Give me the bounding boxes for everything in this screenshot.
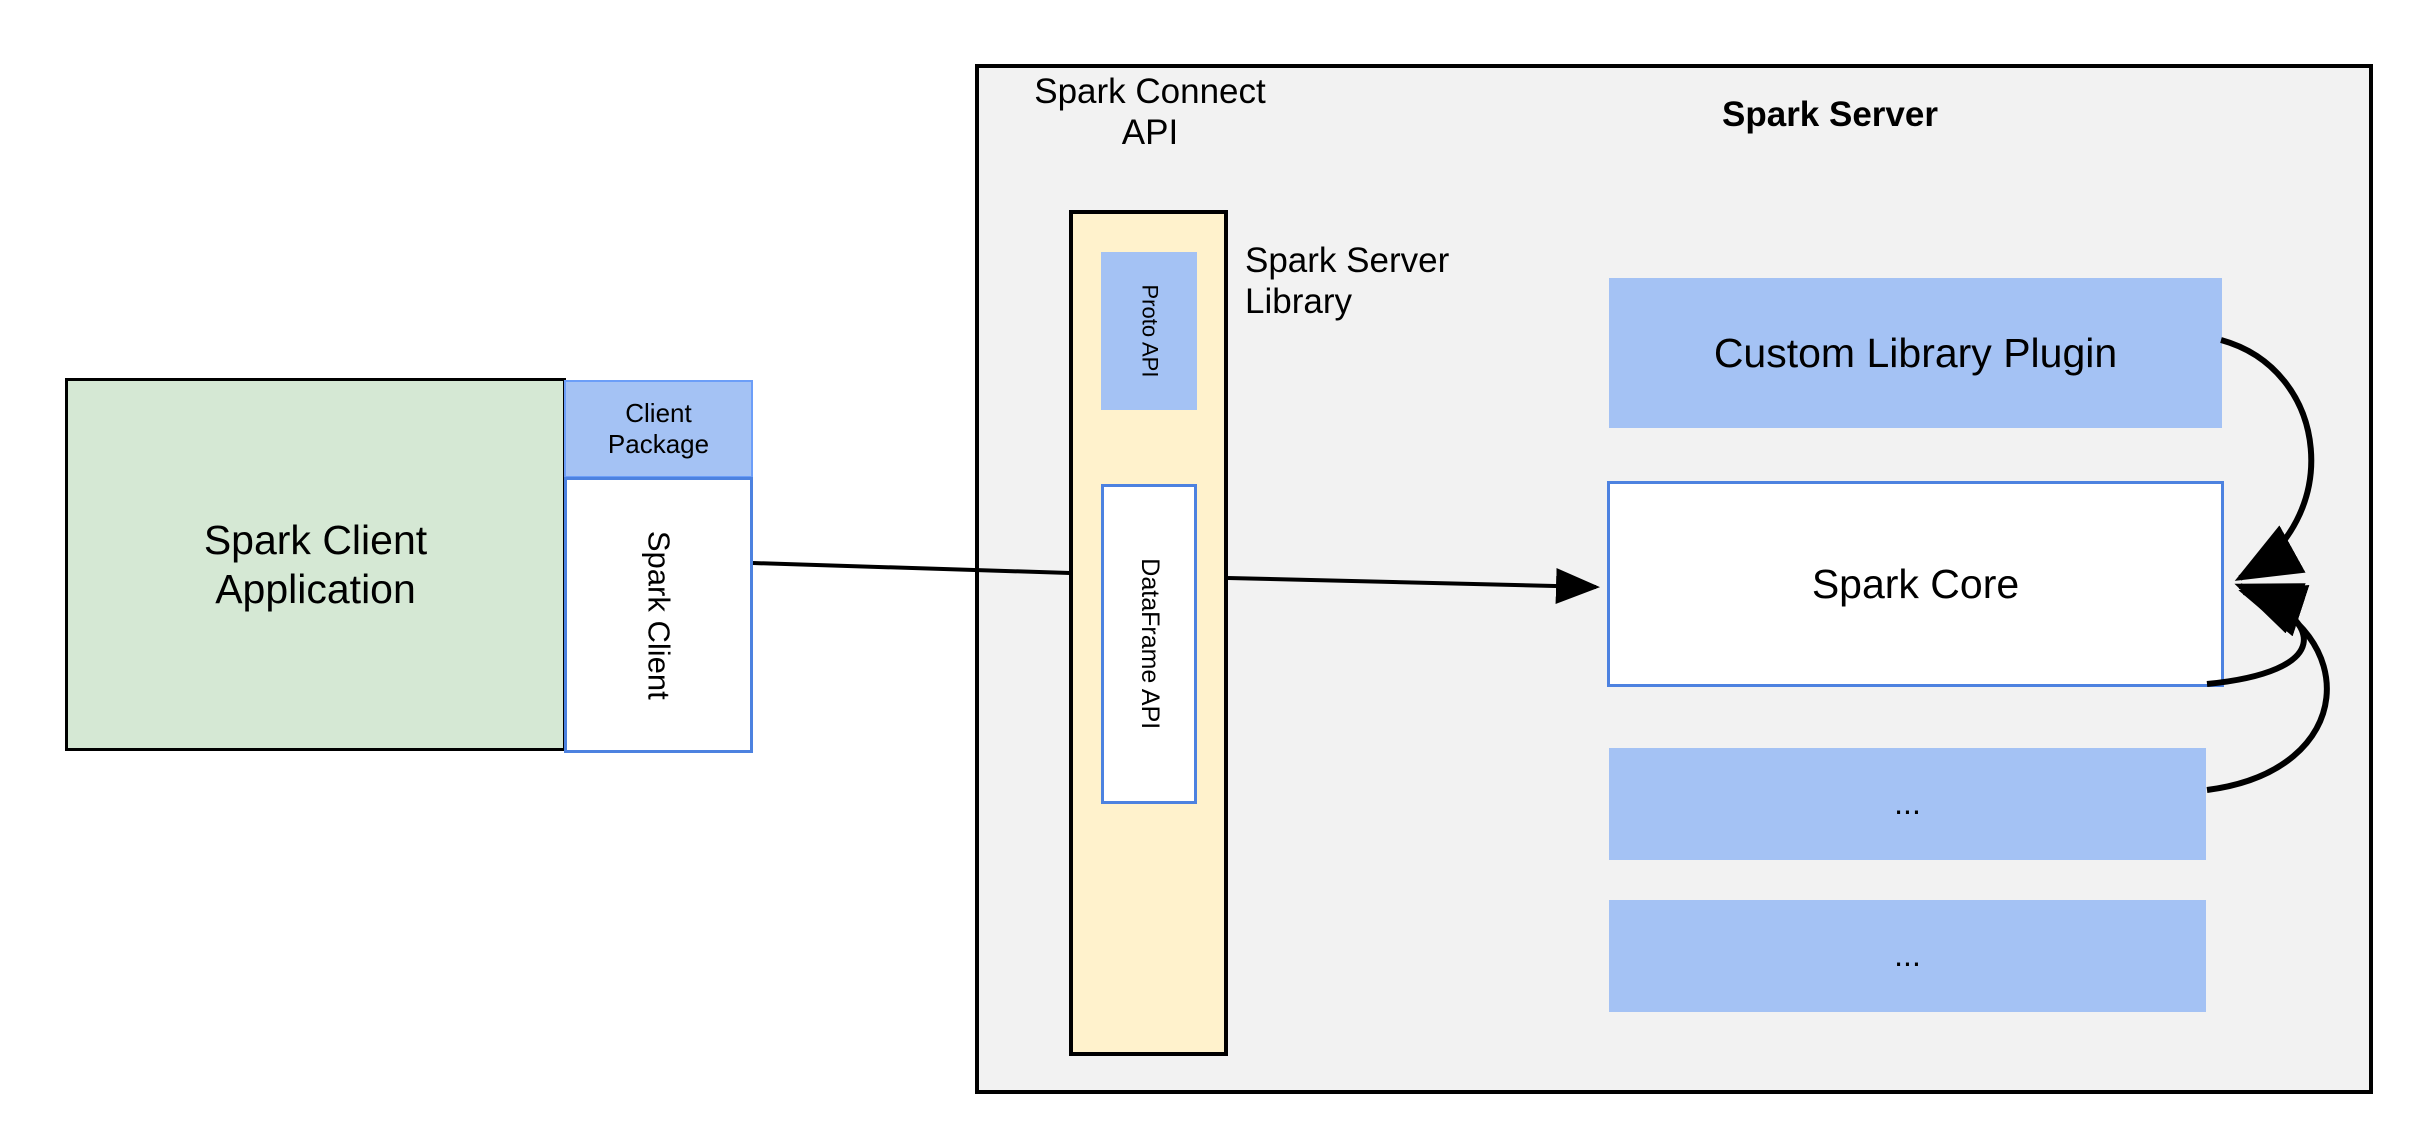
ellipsis-block-2-label: ... bbox=[1894, 937, 1921, 974]
dataframe-api-label: DataFrame API bbox=[1135, 558, 1164, 730]
spark-server-library-title: Spark Server Library bbox=[1245, 240, 1545, 330]
spark-server-title-text: Spark Server bbox=[1722, 95, 1938, 135]
spark-client-application-box: Spark Client Application bbox=[65, 378, 566, 751]
proto-api-label: Proto API bbox=[1136, 284, 1162, 378]
custom-library-plugin-label: Custom Library Plugin bbox=[1713, 329, 2118, 376]
spark-core-box: Spark Core bbox=[1607, 481, 2224, 687]
ellipsis-block-1: ... bbox=[1609, 748, 2206, 860]
spark-connect-api-title: Spark Connect API bbox=[1000, 63, 1300, 153]
custom-library-plugin-box: Custom Library Plugin bbox=[1609, 278, 2222, 428]
spark-server-title: Spark Server bbox=[1640, 90, 2020, 140]
ellipsis-block-2: ... bbox=[1609, 900, 2206, 1012]
dataframe-api-box: DataFrame API bbox=[1101, 484, 1197, 804]
proto-api-box: Proto API bbox=[1101, 252, 1197, 410]
spark-client-application-label: Spark Client Application bbox=[203, 517, 428, 612]
spark-client-box: Spark Client bbox=[564, 477, 753, 753]
spark-core-label: Spark Core bbox=[1811, 560, 2020, 607]
spark-client-label: Spark Client bbox=[641, 530, 677, 700]
client-package-label: Client Package bbox=[607, 398, 710, 459]
spark-connect-api-title-text: Spark Connect API bbox=[1034, 72, 1266, 153]
ellipsis-block-1-label: ... bbox=[1894, 785, 1921, 822]
client-package-box: Client Package bbox=[564, 380, 753, 478]
spark-server-library-title-text: Spark Server Library bbox=[1245, 241, 1450, 322]
